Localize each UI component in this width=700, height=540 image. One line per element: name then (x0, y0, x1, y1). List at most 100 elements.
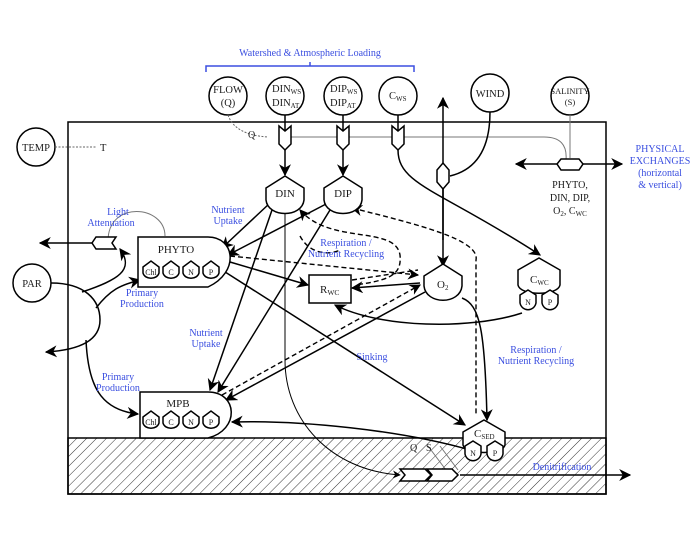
dip-to-phyto-uptake (226, 202, 329, 256)
mpb-n-pool: N (182, 410, 200, 429)
svg-text:(Q): (Q) (221, 98, 236, 109)
par-transmission (44, 282, 101, 358)
din-denitrification-flow (284, 210, 401, 479)
denitrification-valve-1 (398, 468, 433, 482)
mpb-o2-production (221, 284, 421, 396)
temp-forcing: TEMP (16, 127, 56, 167)
par-forcing: PAR (12, 263, 52, 303)
temperature-symbol: T (100, 143, 107, 154)
svg-text:PHYSICAL: PHYSICAL (636, 144, 685, 155)
svg-text:DINWS: DINWS (272, 84, 301, 96)
svg-text:N: N (188, 418, 194, 427)
svg-text:SALINITY: SALINITY (550, 86, 589, 96)
svg-text:DIP: DIP (334, 188, 352, 200)
svg-text:PAR: PAR (22, 279, 41, 290)
svg-text:Uptake: Uptake (214, 216, 243, 227)
dip-to-mpb-uptake (217, 209, 331, 394)
flow-forcing: FLOW (Q) (208, 76, 248, 116)
mpb-c-pool: C (162, 410, 180, 429)
c-ws-forcing: CWS (378, 76, 418, 116)
s-connector (439, 445, 459, 471)
svg-text:C: C (168, 268, 173, 277)
din-node: DIN (265, 175, 305, 215)
csed-node: CSED N P (462, 419, 506, 462)
wind-forcing: WIND (470, 73, 510, 113)
svg-text:EXCHANGES: EXCHANGES (630, 156, 691, 167)
physical-exchange-line (286, 136, 567, 161)
svg-text:Production: Production (120, 299, 164, 310)
denitrification-label: Denitrification (533, 462, 592, 473)
svg-text:DINAT: DINAT (272, 98, 300, 110)
svg-text:P: P (209, 418, 214, 427)
svg-text:Primary: Primary (102, 372, 134, 383)
din-to-phyto-uptake (221, 202, 271, 249)
svg-text:N: N (525, 298, 531, 307)
cwc-p-pool: P (541, 289, 559, 311)
svg-text:(horizontal: (horizontal (638, 168, 682, 179)
primary-production-bottom-label: Primary Production (96, 372, 140, 394)
par-to-light-valve (81, 248, 132, 293)
light-attenuation-valve (91, 236, 118, 250)
svg-text:Chl: Chl (145, 418, 157, 427)
svg-text:CWS: CWS (389, 91, 407, 103)
respiration-top-label: Respiration / Nutrient Recycling (308, 238, 384, 260)
light-attenuation-link (107, 211, 166, 242)
par-to-phyto-flow (95, 276, 142, 309)
respiration-din-link (299, 235, 341, 254)
primary-production-top-label: Primary Production (120, 288, 164, 310)
sediment-s-symbol: S (426, 443, 432, 454)
sediment-q-symbol: Q (410, 443, 418, 454)
c-ws-to-cwc-flow (397, 149, 542, 256)
flow-q-symbol: Q (248, 130, 256, 141)
svg-text:P: P (548, 298, 553, 307)
mpb-chl-pool: Chl (142, 410, 160, 429)
svg-text:& vertical): & vertical) (638, 180, 682, 191)
svg-text:P: P (209, 268, 214, 277)
o2-node: O2 (423, 263, 463, 301)
svg-text:DIN, DIP,: DIN, DIP, (550, 193, 590, 204)
o2-to-mpb-flow (224, 291, 426, 401)
svg-text:Respiration /: Respiration / (320, 238, 372, 249)
cwc-to-rwc-flow (333, 304, 523, 325)
sediment-layer (67, 437, 607, 495)
svg-text:Attenuation: Attenuation (87, 218, 134, 229)
svg-text:Respiration /: Respiration / (510, 345, 562, 356)
cwc-n-pool: N (519, 289, 537, 311)
svg-text:PHYTO,: PHYTO, (552, 180, 588, 191)
rwc-o2-link (351, 269, 419, 281)
din-ws-forcing: DINWS DINAT (265, 76, 305, 116)
svg-text:O2, CWC: O2, CWC (553, 206, 587, 218)
reaeration-valve (436, 161, 450, 191)
dip-loading-valve (336, 124, 350, 152)
q-connector (427, 445, 447, 471)
svg-text:Nutrient Recycling: Nutrient Recycling (308, 249, 384, 260)
svg-text:MPB: MPB (166, 398, 189, 410)
respiration-din-recycling (299, 209, 401, 286)
svg-text:TEMP: TEMP (22, 143, 50, 154)
svg-text:Nutrient: Nutrient (211, 205, 245, 216)
watershed-bracket (205, 62, 415, 72)
svg-text:Uptake: Uptake (192, 339, 221, 350)
nutrient-uptake-mid-label: Nutrient Uptake (189, 328, 223, 350)
o2-to-rwc-flow (350, 281, 421, 294)
o2-to-csed-flow (461, 297, 493, 422)
flow-connector (227, 114, 269, 138)
phyto-respiration-flow (229, 261, 310, 288)
svg-text:N: N (470, 449, 476, 458)
par-to-mpb-flow (85, 339, 140, 419)
svg-text:Primary: Primary (126, 288, 158, 299)
csed-n-pool: N (464, 440, 482, 462)
phyto-p-pool: P (202, 260, 220, 279)
svg-text:DIN: DIN (275, 188, 295, 200)
svg-text:Nutrient: Nutrient (189, 328, 223, 339)
cwc-node: CWC N P (517, 257, 561, 311)
phyto-c-pool: C (162, 260, 180, 279)
svg-text:DIPWS: DIPWS (330, 84, 358, 96)
phyto-node: PHYTO Chl C N P (137, 236, 231, 288)
phyto-sinking-flow (221, 269, 467, 426)
nutrient-uptake-top-label: Nutrient Uptake (211, 205, 245, 227)
physical-exchanges-label: PHYSICAL EXCHANGES (horizontal & vertica… (630, 144, 691, 191)
sinking-label: Sinking (356, 352, 387, 363)
svg-text:Light: Light (107, 207, 129, 218)
